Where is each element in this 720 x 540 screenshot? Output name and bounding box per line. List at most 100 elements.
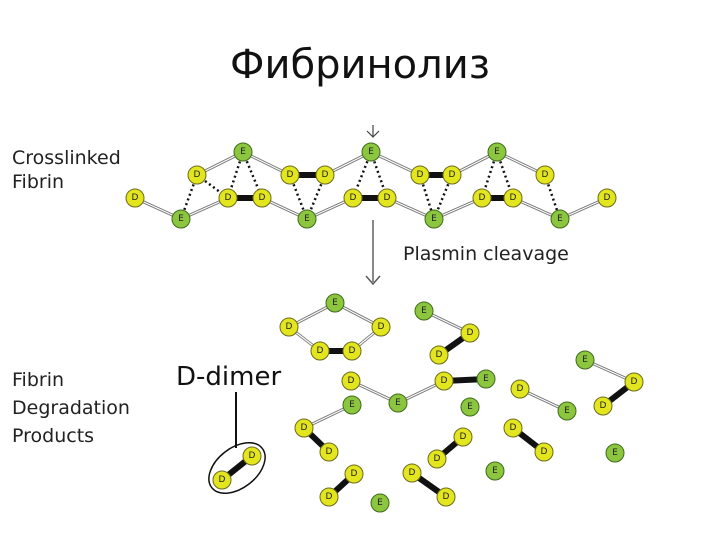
fdp-label-line2: Degradation [12, 397, 130, 419]
e-domain-node: E [370, 493, 390, 513]
svg-text:E: E [377, 498, 383, 508]
svg-text:D: D [378, 322, 385, 332]
svg-text:D: D [434, 454, 441, 464]
page-title: Фибринолиз [230, 42, 490, 88]
svg-text:D: D [351, 469, 358, 479]
fdp-label-line1: Fibrin [12, 369, 65, 391]
svg-text:D: D [132, 193, 139, 203]
d-domain-node: D [315, 165, 335, 185]
d-domain-node: D [503, 418, 523, 438]
e-domain-node: E [342, 395, 362, 415]
d-domain-node: D [442, 165, 462, 185]
svg-text:D: D [441, 376, 448, 386]
svg-text:D: D [219, 475, 226, 485]
d-domain-node: D [242, 446, 262, 466]
svg-text:E: E [178, 214, 184, 224]
svg-text:D: D [349, 346, 356, 356]
svg-text:D: D [384, 193, 391, 203]
d-domain-node: D [434, 371, 454, 391]
svg-text:D: D [350, 193, 357, 203]
svg-text:D: D [287, 170, 294, 180]
svg-text:D: D [436, 350, 443, 360]
d-domain-node: D [343, 188, 363, 208]
e-domain-node: E [424, 209, 444, 229]
svg-text:D: D [326, 447, 333, 457]
e-domain-node: E [575, 350, 595, 370]
svg-text:E: E [431, 214, 437, 224]
d-dimer-label: D-dimer [176, 362, 282, 392]
e-domain-node: E [325, 293, 345, 313]
svg-text:E: E [467, 402, 473, 412]
d-domain-node: D [319, 442, 339, 462]
svg-text:E: E [304, 214, 310, 224]
svg-text:D: D [467, 328, 474, 338]
d-domain-node: D [294, 418, 314, 438]
d-domain-node: D [310, 341, 330, 361]
svg-text:D: D [517, 384, 524, 394]
d-domain-node: D [342, 341, 362, 361]
svg-text:D: D [541, 447, 548, 457]
e-domain-node: E [485, 461, 505, 481]
svg-text:D: D [542, 170, 549, 180]
d-domain-node: D [535, 165, 555, 185]
d-domain-node: D [410, 165, 430, 185]
d-domain-node: D [402, 463, 422, 483]
plasmin-arrow-head [365, 275, 381, 286]
e-domain-node: E [171, 209, 191, 229]
svg-text:D: D [322, 170, 329, 180]
e-domain-node: E [460, 397, 480, 417]
d-domain-node: D [534, 442, 554, 462]
d-domain-node: D [624, 372, 644, 392]
e-domain-node: E [233, 142, 253, 162]
svg-text:D: D [417, 170, 424, 180]
cleavage-marker-head [366, 130, 380, 138]
d-domain-node: D [503, 188, 523, 208]
crosslinked-label-line1: Crosslinked [12, 147, 121, 169]
arrows-layer [208, 125, 381, 494]
svg-text:D: D [259, 193, 266, 203]
e-domain-node: E [361, 142, 381, 162]
fdp-label-line3: Products [12, 425, 95, 447]
svg-text:D: D [631, 377, 638, 387]
d-dimer-highlight-ellipse [208, 442, 266, 494]
e-domain-node: E [297, 209, 317, 229]
svg-text:E: E [612, 448, 618, 458]
svg-text:D: D [286, 322, 293, 332]
d-domain-node: D [218, 188, 238, 208]
svg-text:D: D [249, 451, 256, 461]
svg-text:D: D [460, 432, 467, 442]
svg-text:D: D [510, 423, 517, 433]
crosslinked-label-line2: Fibrin [12, 171, 65, 193]
svg-text:E: E [494, 147, 500, 157]
e-domain-node: E [605, 443, 625, 463]
d-domain-node: D [377, 188, 397, 208]
svg-text:D: D [348, 376, 355, 386]
d-domain-node: D [187, 165, 207, 185]
d-domain-node: D [125, 188, 145, 208]
d-domain-node: D [453, 427, 473, 447]
d-domain-node: D [341, 371, 361, 391]
e-domain-node: E [388, 393, 408, 413]
d-domain-node: D [460, 323, 480, 343]
d-domain-node: D [597, 188, 617, 208]
svg-text:E: E [395, 398, 401, 408]
svg-text:D: D [443, 492, 450, 502]
svg-text:E: E [582, 355, 588, 365]
d-domain-node: D [280, 165, 300, 185]
crosslinked-fibrin-label: Crosslinked Fibrin [12, 146, 121, 194]
d-domain-node: D [252, 188, 272, 208]
svg-text:E: E [240, 147, 246, 157]
nodes-layer: E E E E E E E D D D D D D D D D D D D D D E D D D D E D D D E D E E E D D D E D… [125, 142, 644, 513]
e-domain-node: E [557, 401, 577, 421]
d-domain-node: D [344, 464, 364, 484]
d-domain-node: D [593, 396, 613, 416]
svg-text:E: E [349, 400, 355, 410]
d-domain-node: D [279, 317, 299, 337]
e-domain-node: E [550, 209, 570, 229]
svg-text:D: D [409, 468, 416, 478]
svg-text:E: E [421, 306, 427, 316]
svg-text:D: D [604, 193, 611, 203]
d-domain-node: D [510, 379, 530, 399]
d-domain-node: D [429, 345, 449, 365]
